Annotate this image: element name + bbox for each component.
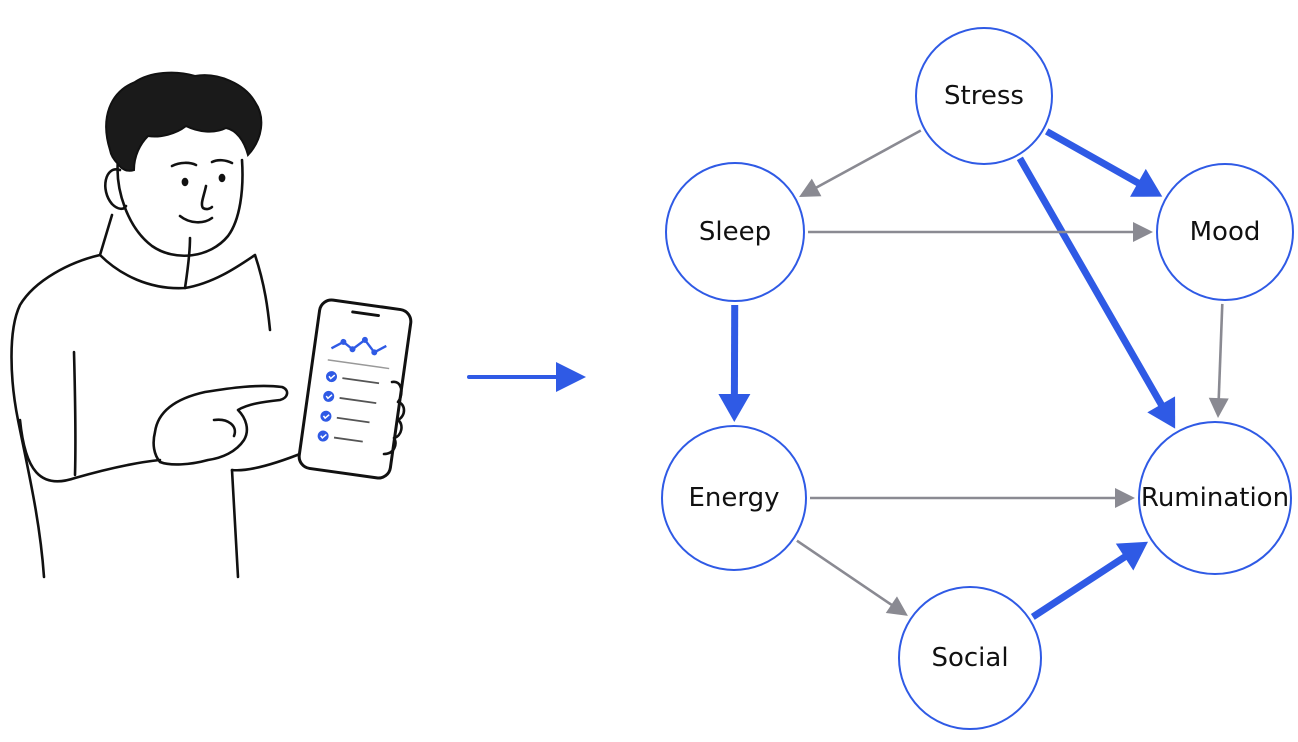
- node-energy: Energy: [661, 425, 807, 571]
- edge-line: [1044, 128, 1142, 187]
- edge-stress-to-mood: [1044, 128, 1163, 197]
- edge-line: [1217, 303, 1224, 401]
- face-outline: [116, 158, 244, 258]
- arrowhead: [1208, 397, 1229, 419]
- arrowhead: [1147, 396, 1176, 429]
- edge-energy-to-social: [796, 539, 908, 616]
- node-label: Mood: [1190, 217, 1261, 247]
- sleeve-crease: [72, 350, 77, 477]
- node-rumination: Rumination: [1138, 421, 1292, 575]
- edge-line: [1016, 156, 1166, 408]
- hand-finger-line: [212, 418, 237, 438]
- edge-stress-to-sleep: [799, 129, 922, 198]
- arrowhead: [799, 178, 822, 198]
- arrow-right-icon: [467, 362, 586, 392]
- edge-mood-to-rumination: [1208, 303, 1229, 419]
- smartphone: [297, 298, 413, 480]
- ear: [104, 168, 128, 211]
- arrowhead: [1115, 488, 1135, 508]
- check-circle-icon: [317, 371, 337, 442]
- node-label: Social: [931, 643, 1008, 673]
- shirt-right-side: [230, 468, 240, 579]
- node-social: Social: [898, 586, 1042, 730]
- node-circle: [1138, 421, 1292, 575]
- node-circle: [1156, 163, 1294, 301]
- nose: [200, 184, 214, 211]
- holding-fingers: [382, 380, 406, 456]
- edge-line: [1030, 553, 1129, 620]
- node-circle: [915, 27, 1053, 165]
- edge-stress-to-rumination: [1016, 156, 1176, 429]
- eyebrows: [170, 158, 234, 168]
- arrowhead: [1115, 541, 1149, 571]
- right-arm: [230, 450, 307, 472]
- node-mood: Mood: [1156, 163, 1294, 301]
- edge-sleep-to-energy: [718, 304, 751, 423]
- arrowhead: [885, 596, 908, 616]
- edge-energy-to-rumination: [810, 488, 1135, 508]
- mouth: [178, 214, 214, 224]
- person-with-phone-illustration: [10, 71, 413, 579]
- node-label: Sleep: [699, 217, 771, 247]
- left-arm: [18, 418, 162, 483]
- arrowhead: [718, 393, 751, 423]
- shirt-outline: [10, 253, 272, 579]
- node-label: Energy: [688, 483, 779, 513]
- node-sleep: Sleep: [665, 162, 805, 302]
- node-circle: [898, 586, 1042, 730]
- neck: [98, 213, 192, 290]
- right-eye: [218, 173, 226, 183]
- network-edges: [718, 128, 1229, 620]
- node-stress: Stress: [915, 27, 1053, 165]
- arrowhead: [1130, 168, 1163, 197]
- edge-sleep-to-mood: [808, 222, 1153, 242]
- left-eye: [181, 177, 189, 187]
- node-circle: [661, 425, 807, 571]
- edge-line: [814, 129, 922, 190]
- pointing-hand: [152, 384, 289, 466]
- edge-line: [796, 539, 894, 607]
- arrowhead: [1133, 222, 1153, 242]
- hair: [105, 71, 263, 172]
- node-label: Stress: [944, 81, 1024, 111]
- node-circle: [665, 162, 805, 302]
- node-label: Rumination: [1141, 483, 1289, 513]
- edge-social-to-rumination: [1030, 541, 1149, 620]
